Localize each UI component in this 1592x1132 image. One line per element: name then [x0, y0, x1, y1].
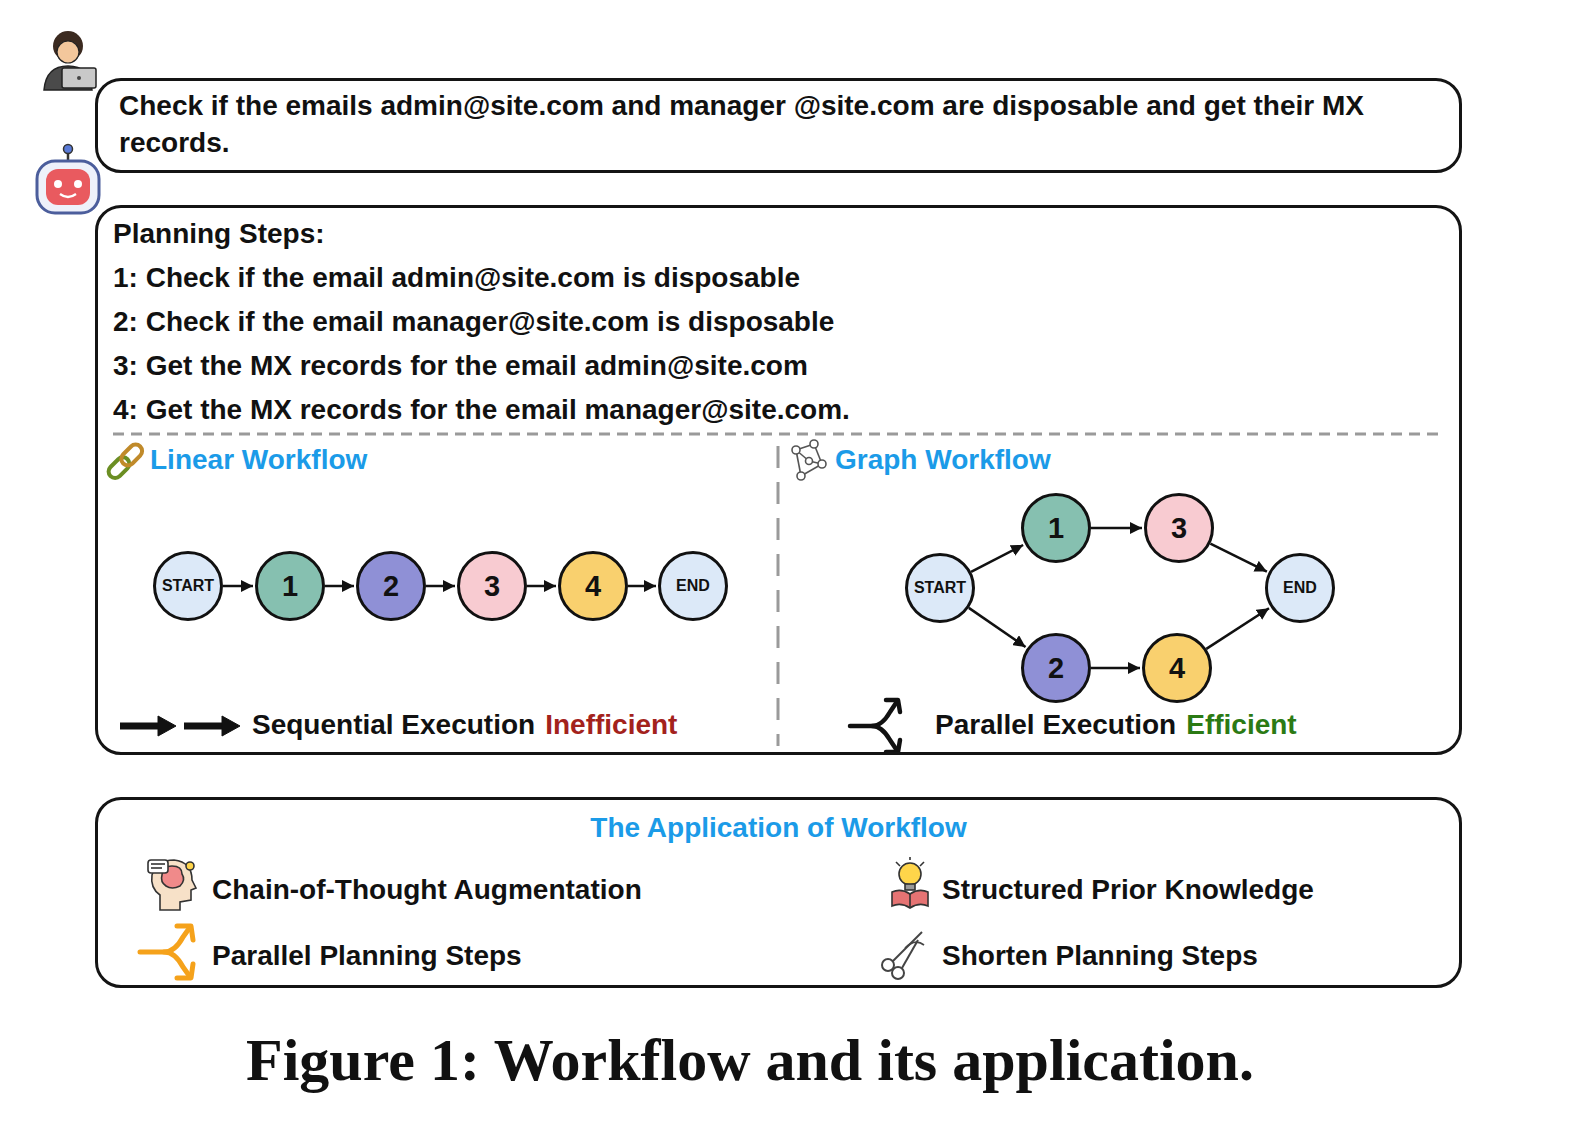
dashed-separator — [113, 433, 1445, 436]
step-circle: 4 — [1142, 633, 1212, 703]
arrow-connector — [1210, 544, 1266, 572]
planning-step: 1: Check if the email admin@site.com is … — [113, 256, 1459, 300]
step-label: 2 — [1048, 654, 1064, 683]
bulb-book-icon — [892, 857, 928, 908]
step-circle: END — [1265, 553, 1335, 623]
planning-step: 2: Check if the email manager@site.com i… — [113, 300, 1459, 344]
planning-box: Planning Steps:1: Check if the email adm… — [95, 205, 1462, 755]
verdict-label: Efficient — [1186, 705, 1296, 745]
step-circle: 1 — [1021, 493, 1091, 563]
arrow-connector — [971, 545, 1023, 572]
step-label: END — [676, 578, 710, 594]
step-label: 4 — [1169, 654, 1185, 683]
planning-step: 4: Get the MX records for the email mana… — [113, 388, 1459, 432]
chain-icon — [106, 442, 145, 481]
application-item: Chain-of-Thought Augmentation — [212, 870, 942, 910]
parallel-icon — [140, 926, 193, 978]
step-label: 3 — [484, 572, 500, 601]
verdict-label: Inefficient — [545, 705, 677, 745]
arrow-connector — [628, 585, 656, 588]
robot-icon — [37, 145, 99, 214]
step-circle: START — [153, 551, 223, 621]
section-label: Linear Workflow — [150, 440, 367, 480]
user-icon — [44, 31, 96, 90]
step-circle: 4 — [558, 551, 628, 621]
scissors-icon — [882, 932, 924, 979]
step-circle: 3 — [1144, 493, 1214, 563]
section-title: The Application of Workflow — [98, 808, 1459, 848]
step-label: 3 — [1171, 514, 1187, 543]
execution-label: Parallel Execution — [935, 705, 1176, 745]
step-label: 1 — [1048, 514, 1064, 543]
execution-label: Sequential Execution — [252, 705, 535, 745]
step-circle: 3 — [457, 551, 527, 621]
step-circle: 1 — [255, 551, 325, 621]
step-circle: START — [905, 553, 975, 623]
step-label: START — [162, 578, 214, 594]
arrow-connector — [223, 585, 253, 588]
arrow-connector — [969, 608, 1026, 647]
planning-step: 3: Get the MX records for the email admi… — [113, 344, 1459, 388]
arrow-connector — [325, 585, 354, 588]
dashed-divider — [777, 446, 780, 746]
sequential-arrows — [120, 716, 240, 736]
query-text: Check if the emails admin@site.com and m… — [119, 87, 1429, 161]
split-arrow-icon — [850, 700, 900, 752]
application-item: Structured Prior Knowledge — [942, 870, 1442, 910]
arrow-connector — [1206, 608, 1269, 649]
arrow-connector — [426, 585, 455, 588]
query-box: Check if the emails admin@site.com and m… — [95, 78, 1462, 173]
application-grid: Chain-of-Thought AugmentationStructured … — [212, 870, 1459, 976]
arrow-connector — [527, 585, 556, 588]
planning-heading: Planning Steps: — [113, 212, 1459, 256]
arrow-connector — [1091, 667, 1140, 670]
step-circle: 2 — [356, 551, 426, 621]
step-label: 1 — [282, 572, 298, 601]
section-label: Graph Workflow — [835, 440, 1051, 480]
step-circle: END — [658, 551, 728, 621]
step-label: START — [914, 580, 966, 596]
arrow-connector — [1091, 527, 1142, 530]
figure-caption: Figure 1: Workflow and its application. — [0, 1022, 1500, 1098]
application-box: The Application of WorkflowChain-of-Thou… — [95, 797, 1462, 988]
application-item: Shorten Planning Steps — [942, 936, 1442, 976]
brain-head-icon — [148, 860, 196, 910]
step-circle: 2 — [1021, 633, 1091, 703]
step-label: 2 — [383, 572, 399, 601]
graph-icon — [792, 440, 826, 480]
step-label: 4 — [585, 572, 601, 601]
application-item: Parallel Planning Steps — [212, 936, 942, 976]
step-label: END — [1283, 580, 1317, 596]
